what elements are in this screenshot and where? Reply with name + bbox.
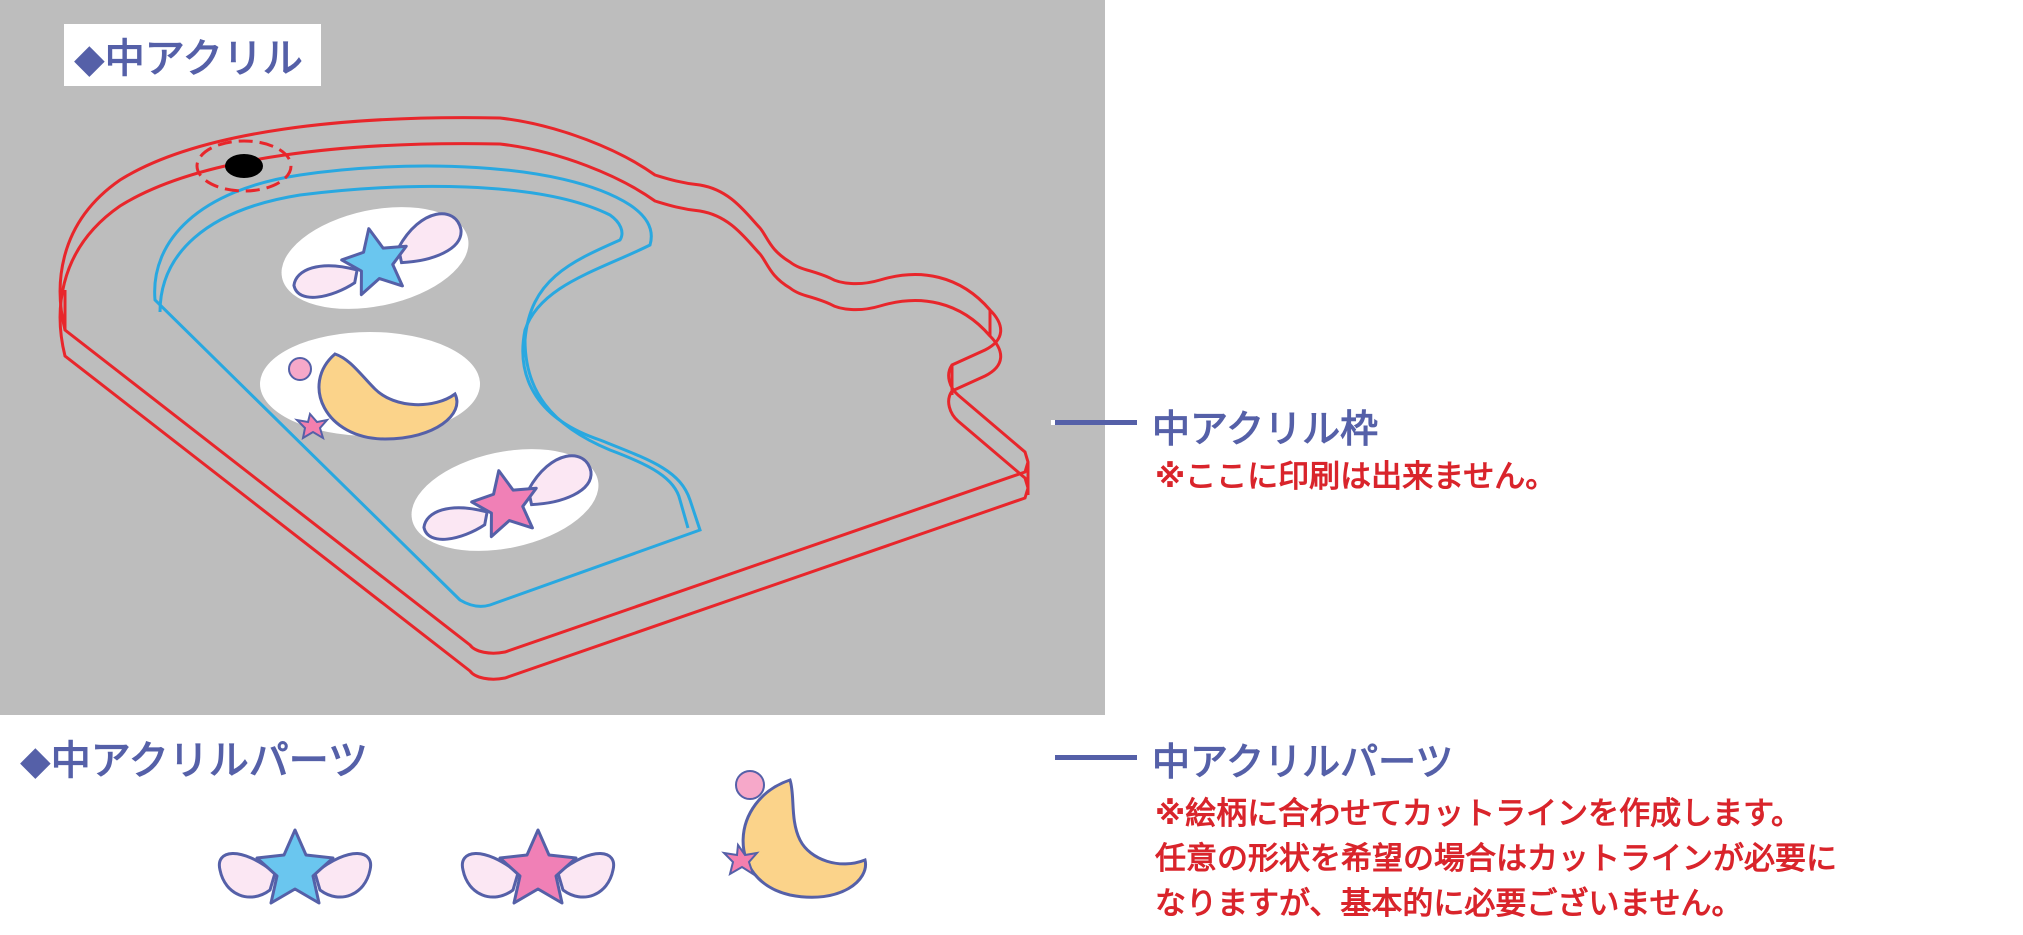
star-wings-blue-icon — [281, 207, 469, 309]
part-star-wings-blue — [217, 828, 373, 905]
frame-leader-line — [1055, 420, 1137, 425]
part-crescent-moon — [721, 770, 868, 899]
strap-hole-highlight — [195, 139, 293, 193]
parts-callout-label: 中アクリルパーツ — [1152, 740, 1454, 784]
parts-callout-note-1: ※絵柄に合わせてカットラインを作成します。 — [1155, 796, 1803, 832]
parts-callout-note-2: 任意の形状を希望の場合はカットラインが必要に — [1155, 841, 1837, 877]
crescent-moon-icon — [260, 332, 480, 441]
acrylic-frame-diagram — [58, 116, 1030, 681]
frame-callout-note: ※ここに印刷は出来ません。 — [1155, 459, 1557, 495]
parts-section-title: ◆中アクリルパーツ — [20, 738, 368, 784]
part-star-wings-pink — [460, 828, 616, 905]
parts-leader-line — [1055, 755, 1137, 760]
star-wings-pink-icon — [411, 449, 599, 551]
parts-callout-note-3: なりますが、基本的に必要ございません。 — [1155, 886, 1743, 922]
acrylic-frame-title: ◆中アクリル — [64, 24, 321, 86]
strap-hole — [225, 154, 263, 178]
frame-callout-label: 中アクリル枠 — [1152, 407, 1379, 451]
acrylic-frame-panel — [0, 0, 1105, 715]
